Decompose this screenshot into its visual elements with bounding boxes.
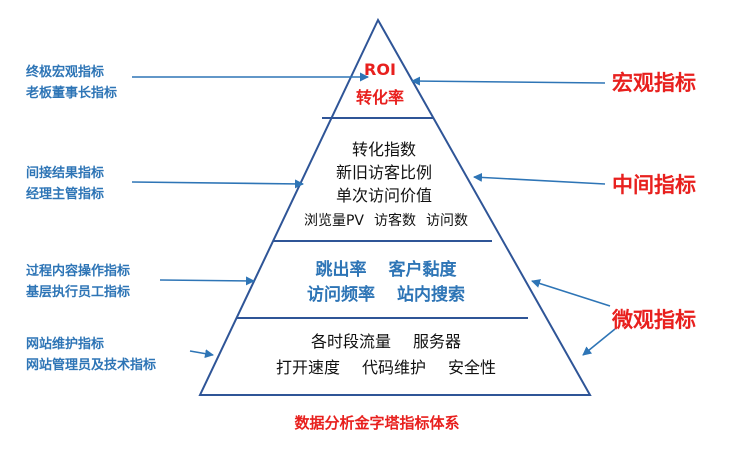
left-label-middle: 间接结果指标 经理主管指标	[26, 163, 104, 205]
left-label-line: 过程内容操作指标	[26, 264, 131, 279]
metric-item: 站内搜索	[397, 285, 465, 305]
metric-row: 跳出率 客户黏度	[307, 258, 465, 283]
metric-item: 访问频率	[307, 285, 375, 305]
arrow-left-micro-upper	[159, 276, 255, 286]
metric-item: 各时段流量	[310, 332, 391, 351]
metric-line: 新旧访客比例	[335, 163, 433, 182]
tier-middle-small-items: 浏览量PV 访客数访问数	[304, 210, 468, 233]
metric-row: 访问频率 站内搜索	[307, 283, 465, 308]
metric-roi: ROI	[364, 60, 396, 79]
tier-micro-lower-content: 各时段流量 服务器 打开速度 代码维护 安全性	[276, 329, 496, 381]
left-label-line: 基层执行员工指标	[26, 285, 131, 300]
arrow-left-middle	[131, 179, 304, 189]
metric-item: 跳出率	[315, 260, 367, 280]
left-label-macro: 终极宏观指标 老板董事长指标	[26, 62, 117, 104]
metric-row: 打开速度 代码维护 安全性	[276, 355, 496, 381]
metric-item: 访问数	[426, 213, 469, 229]
metric-line: 单次访问价值	[335, 186, 433, 205]
left-label-line: 老板董事长指标	[26, 86, 118, 101]
pyramid-outline	[198, 17, 592, 396]
tier-micro-upper-content: 跳出率 客户黏度 访问频率 站内搜索	[307, 258, 465, 308]
arrow-right-macro	[411, 76, 606, 86]
left-label-line: 间接结果指标	[26, 166, 105, 181]
right-label-macro: 宏观指标	[612, 71, 696, 95]
arrow-left-micro-lower	[189, 349, 214, 359]
metric-item: 安全性	[448, 358, 497, 377]
arrow-right-micro-upper	[531, 279, 611, 307]
arrow-right-micro-lower	[582, 328, 616, 356]
tier-middle-content: 转化指数 新旧访客比例 单次访问价值	[336, 138, 432, 207]
metric-item: 浏览量PV	[303, 213, 365, 229]
metric-line: 转化指数	[351, 140, 417, 159]
metric-item: 客户黏度	[388, 260, 457, 280]
left-label-line: 终极宏观指标	[26, 65, 105, 80]
left-label-line: 经理主管指标	[26, 187, 105, 202]
metric-item: 打开速度	[275, 358, 340, 377]
tier-macro-content: ROI 转化率	[356, 58, 404, 110]
right-label-middle: 中间指标	[612, 173, 696, 197]
left-label-micro-lower: 网站维护指标 网站管理员及技术指标	[26, 334, 156, 376]
metric-row: 各时段流量 服务器	[276, 329, 496, 355]
left-label-line: 网站维护指标	[26, 337, 105, 352]
arrow-right-middle	[473, 172, 606, 185]
metric-item: 服务器	[412, 332, 462, 351]
metric-item: 代码维护	[361, 358, 427, 377]
right-label-micro: 微观指标	[612, 308, 696, 332]
metric-conversion-rate: 转化率	[355, 88, 405, 107]
left-label-micro-upper: 过程内容操作指标 基层执行员工指标	[26, 261, 130, 303]
metric-item: 访客数	[374, 213, 417, 229]
diagram-title: 数据分析金字塔指标体系	[294, 414, 460, 432]
left-label-line: 网站管理员及技术指标	[26, 358, 157, 373]
